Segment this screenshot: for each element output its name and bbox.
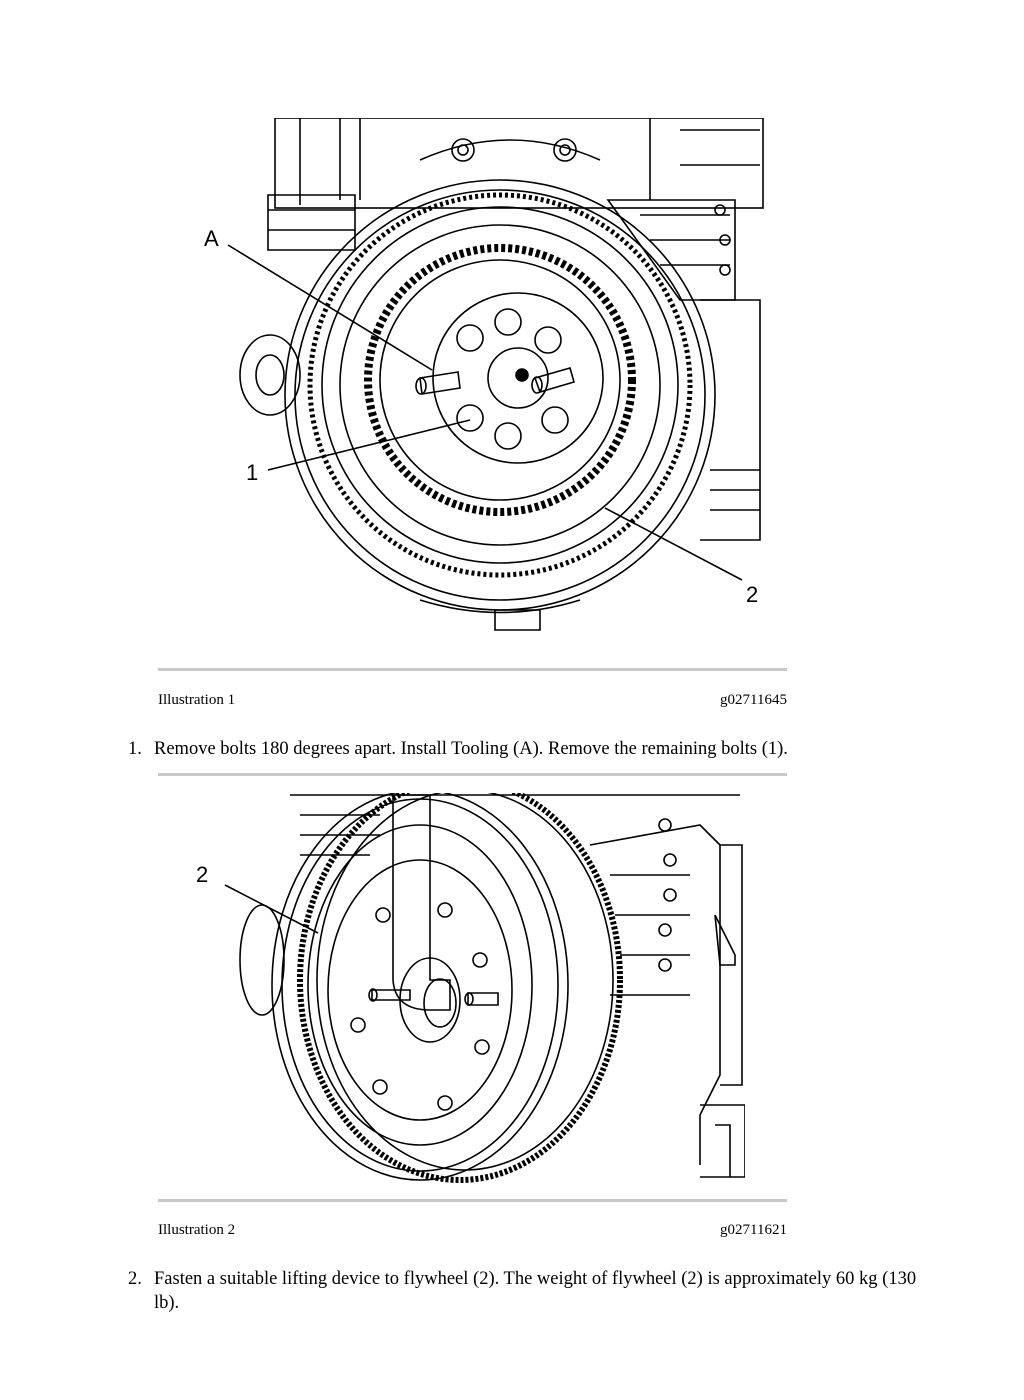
illustration-1-caption: Illustration 1 g02711645	[158, 692, 787, 709]
flywheel-bolts	[456, 308, 569, 450]
leader-line-1	[267, 419, 471, 471]
illustration-2-divider	[158, 1199, 787, 1202]
step-text: Remove bolts 180 degrees apart. Install …	[154, 739, 788, 759]
step-text: Fasten a suitable lifting device to flyw…	[154, 1269, 917, 1313]
tooling-pin-left	[419, 371, 461, 395]
illustration-2-caption: Illustration 2 g02711621	[158, 1222, 787, 1239]
flywheel-bolt-holes	[350, 902, 490, 1111]
illustration-1-divider	[158, 668, 787, 671]
caption-code: g02711645	[720, 692, 787, 708]
callout-a: A	[204, 226, 219, 251]
flywheel	[271, 793, 569, 1181]
callout-1: 1	[246, 460, 258, 485]
leader-line-2	[224, 884, 319, 934]
caption-code: g02711621	[720, 1222, 787, 1238]
crank-boss	[239, 334, 301, 416]
callout-2: 2	[196, 862, 208, 887]
illustration-2-top-divider	[158, 773, 787, 776]
flywheel-hub	[432, 292, 604, 464]
callout-2: 2	[746, 582, 758, 607]
illustration-1-drawing: A 1 2	[204, 118, 764, 631]
step-number: 2.	[128, 1269, 142, 1289]
tooling-pin-right	[533, 367, 575, 393]
caption-label: Illustration 1	[158, 692, 236, 708]
leader-line-2	[604, 507, 743, 581]
step-number: 1.	[128, 739, 142, 759]
lifting-device	[392, 794, 451, 1011]
leader-line-a	[227, 244, 433, 371]
caption-label: Illustration 2	[158, 1222, 236, 1238]
illustration-2-drawing: 2	[196, 793, 745, 1183]
